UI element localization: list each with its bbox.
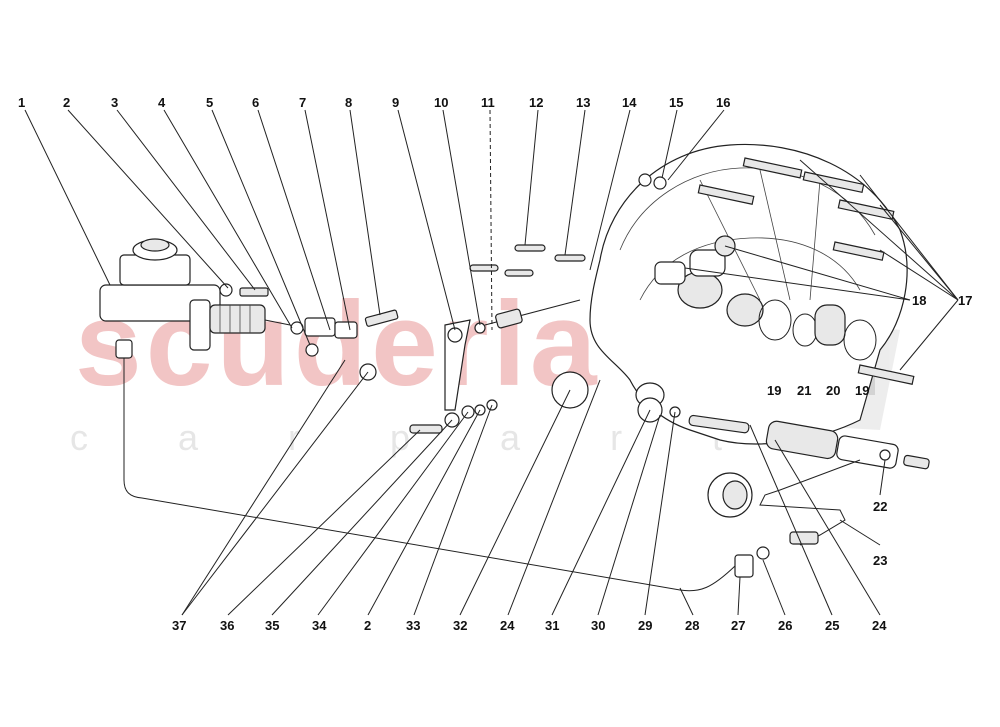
callout-30: 30 <box>591 618 605 633</box>
callout-17: 17 <box>958 293 972 308</box>
callout-21: 21 <box>797 383 811 398</box>
callouts-middle: 19 21 20 19 22 23 <box>767 383 887 568</box>
callout-31: 31 <box>545 618 559 633</box>
clutch-master-cylinder <box>99 238 291 351</box>
callout-35: 35 <box>265 618 279 633</box>
callout-19b: 19 <box>855 383 869 398</box>
callout-24b: 24 <box>872 618 887 633</box>
callout-25: 25 <box>825 618 839 633</box>
callout-23: 23 <box>873 553 887 568</box>
leader-lines <box>24 109 959 616</box>
callout-19a: 19 <box>767 383 781 398</box>
callout-12: 12 <box>529 95 543 110</box>
callout-24a: 24 <box>500 618 515 633</box>
callout-5: 5 <box>206 95 213 110</box>
clutch-slave-cylinder <box>688 414 930 470</box>
release-bearing-assembly <box>758 299 877 361</box>
callouts-top: 1 2 3 4 5 6 7 8 9 10 11 12 13 14 15 16 <box>18 95 730 110</box>
pins <box>469 244 586 277</box>
callout-2: 2 <box>63 95 70 110</box>
clutch-bell-housing <box>589 143 908 445</box>
callout-16: 16 <box>716 95 730 110</box>
callout-34: 34 <box>312 618 327 633</box>
callouts-bottom: 37 36 35 34 2 33 32 24 31 30 29 28 27 26… <box>172 618 887 633</box>
callout-36: 36 <box>220 618 234 633</box>
callout-27: 27 <box>731 618 745 633</box>
flexible-hose <box>759 459 861 546</box>
callout-7: 7 <box>299 95 306 110</box>
hydraulic-line <box>115 339 736 592</box>
callout-29: 29 <box>638 618 652 633</box>
callout-14: 14 <box>622 95 637 110</box>
callout-9: 9 <box>392 95 399 110</box>
callout-20: 20 <box>826 383 840 398</box>
callout-15: 15 <box>669 95 683 110</box>
clutch-release-lever <box>444 319 471 411</box>
callout-22: 22 <box>873 499 887 514</box>
callout-26: 26 <box>778 618 792 633</box>
callout-13: 13 <box>576 95 590 110</box>
callout-28: 28 <box>685 618 699 633</box>
callout-10: 10 <box>434 95 448 110</box>
callout-33: 33 <box>406 618 420 633</box>
callout-3: 3 <box>111 95 118 110</box>
rubber-bumper <box>707 472 753 518</box>
callout-32: 32 <box>453 618 467 633</box>
callout-2b: 2 <box>364 618 371 633</box>
housing-studs <box>697 157 915 385</box>
callout-11: 11 <box>481 95 495 110</box>
callout-1: 1 <box>18 95 25 110</box>
callout-4: 4 <box>158 95 166 110</box>
callouts-right: 17 18 <box>912 293 972 308</box>
callout-6: 6 <box>252 95 259 110</box>
callout-18: 18 <box>912 293 926 308</box>
callout-37: 37 <box>172 618 186 633</box>
callout-8: 8 <box>345 95 352 110</box>
